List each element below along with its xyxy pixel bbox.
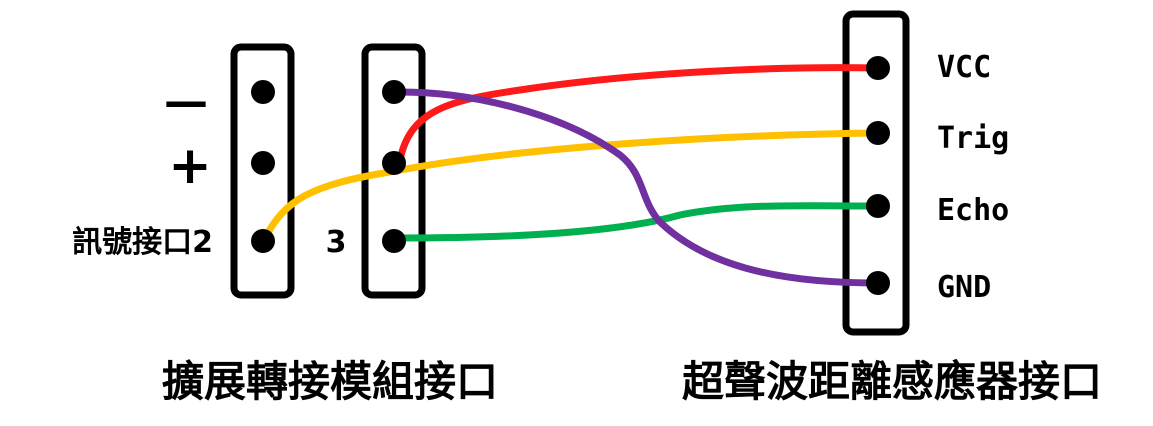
expansion-module-title: 擴展轉接模組接口 — [162, 357, 498, 406]
plus-label: + — [168, 136, 212, 196]
sensor-pin-trig — [866, 121, 890, 145]
expansion-port-2-housing — [230, 43, 295, 299]
gnd-wire — [396, 88, 882, 287]
port3-label: 3 — [326, 225, 347, 260]
sensor-pin-label-trig: Trig — [937, 121, 1009, 156]
port3-pin-top — [382, 80, 406, 104]
echo-wire — [396, 202, 882, 242]
trig-wire — [261, 129, 882, 242]
expansion-port-3-housing — [361, 43, 426, 299]
minus-label: — — [164, 76, 208, 127]
sensor-pin-gnd — [866, 271, 890, 295]
vcc-wire — [396, 64, 882, 164]
port2-pin-signal — [251, 229, 275, 253]
sensor-pin-label-echo: Echo — [937, 193, 1009, 228]
port3-pin-middle — [382, 151, 406, 175]
sensor-interface-title: 超聲波距離感應器接口 — [682, 357, 1102, 406]
sensor-pin-vcc — [866, 56, 890, 80]
port2-pin-plus — [251, 151, 275, 175]
sensor-pin-label-gnd: GND — [937, 270, 991, 305]
sensor-pin-echo — [866, 194, 890, 218]
signal-port-label: 訊號接口2 — [72, 225, 213, 260]
port3-pin-bottom — [382, 229, 406, 253]
sensor-header-housing — [842, 10, 910, 336]
port2-pin-minus — [251, 80, 275, 104]
sensor-pin-label-vcc: VCC — [937, 50, 991, 85]
